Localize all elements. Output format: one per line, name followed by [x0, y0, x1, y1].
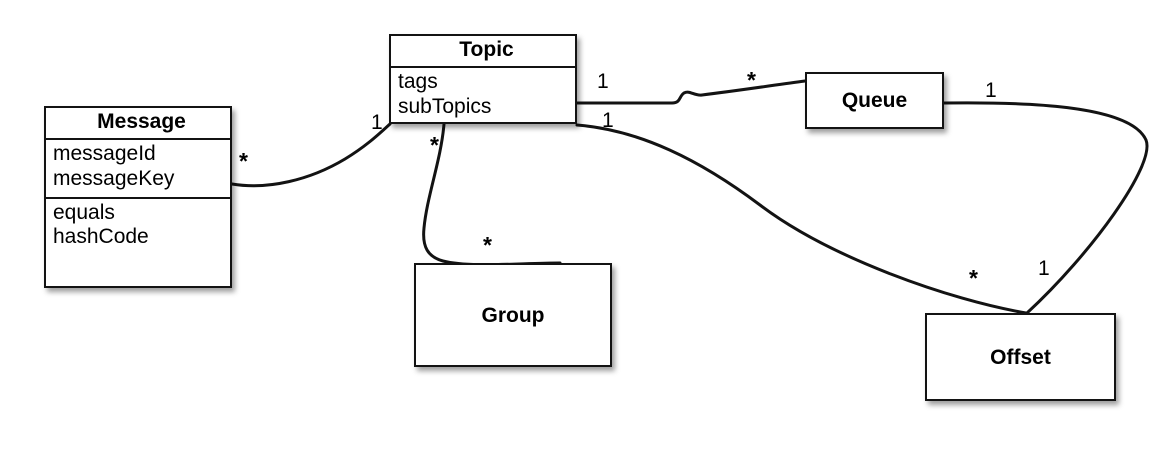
association-topic-queue: [575, 79, 807, 105]
multiplicity-topic-to-offset: 1: [602, 109, 614, 132]
multiplicity-queue-from-topic: *: [747, 67, 756, 93]
attribute-row: messageKey: [53, 166, 175, 190]
class-box-message[interactable]: Message messageId messageKey equals hash…: [44, 106, 232, 288]
multiplicity-offset-from-queue: 1: [1038, 257, 1050, 280]
multiplicity-queue-to-offset: 1: [985, 79, 997, 102]
attribute-row: tags: [398, 70, 438, 93]
association-message-topic: [230, 122, 392, 188]
multiplicity-topic-to-group: *: [430, 132, 439, 158]
multiplicity-offset-from-topic: *: [969, 265, 978, 291]
attribute-row: subTopics: [398, 94, 492, 118]
class-name-message: Message: [97, 110, 186, 133]
method-row: equals: [53, 200, 115, 224]
class-box-group[interactable]: Group: [414, 263, 612, 367]
class-name-offset: Offset: [990, 345, 1051, 369]
multiplicity-topic-from-message: 1: [371, 111, 383, 134]
class-box-queue[interactable]: Queue: [805, 72, 944, 129]
association-queue-offset: [942, 101, 1149, 315]
method-row: hashCode: [53, 225, 149, 249]
class-name-queue: Queue: [841, 89, 908, 112]
class-box-topic[interactable]: Topic tags subTopics: [389, 34, 577, 124]
multiplicity-message-star: *: [239, 148, 248, 174]
class-name-group: Group: [481, 303, 545, 327]
association-topic-offset: [575, 123, 1028, 315]
class-box-offset[interactable]: Offset: [925, 313, 1116, 401]
methods-compartment-message: equals hashCode: [46, 196, 230, 254]
attribute-row: messageId: [53, 142, 156, 165]
multiplicity-topic-to-queue: 1: [597, 70, 609, 93]
attributes-compartment-topic: tags subTopics: [391, 66, 575, 123]
multiplicity-group-from-topic: *: [483, 232, 492, 258]
class-name-topic: Topic: [459, 38, 514, 61]
attributes-compartment-message: messageId messageKey: [46, 138, 230, 195]
